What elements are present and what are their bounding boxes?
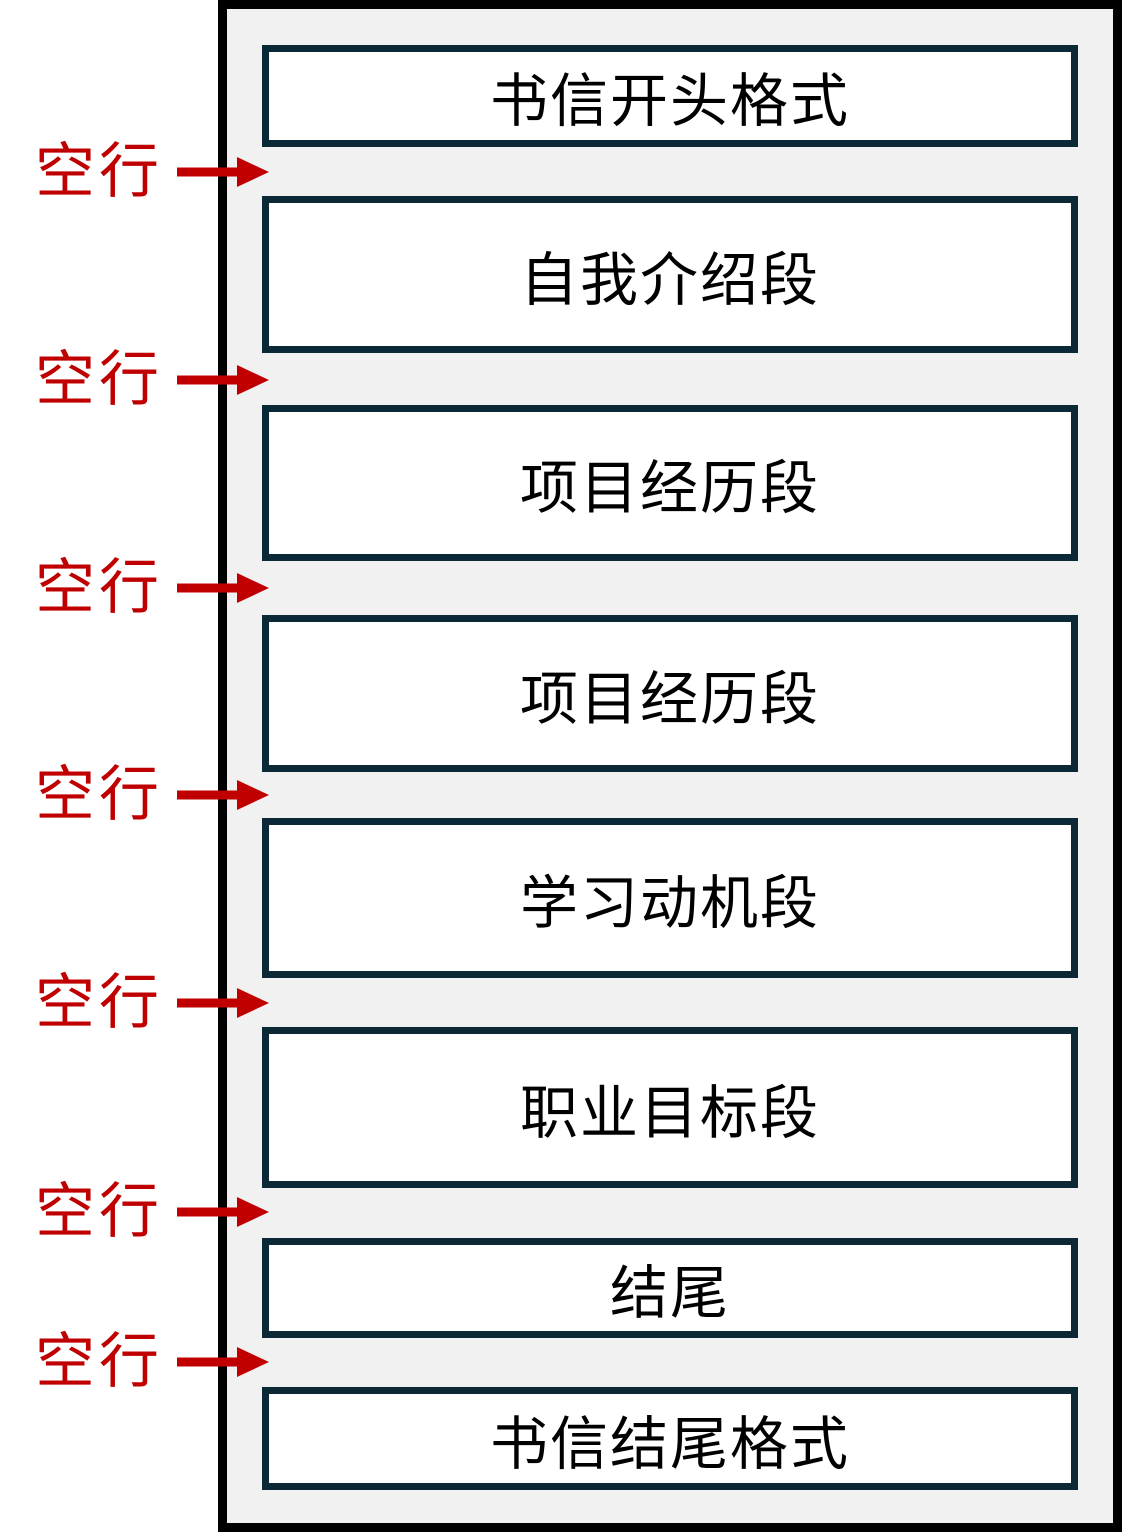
blank-line-label: 空行 — [35, 1178, 163, 1245]
right-arrow-icon — [177, 780, 269, 810]
blank-line-label: 空行 — [35, 761, 163, 828]
section-box-label: 项目经历段 — [519, 456, 820, 521]
section-box-self-introduction: 自我介绍段 — [262, 196, 1078, 353]
section-box-letter-closing-format: 书信结尾格式 — [262, 1387, 1078, 1490]
section-box-career-goal: 职业目标段 — [262, 1027, 1078, 1188]
section-box-label: 书信开头格式 — [489, 69, 850, 134]
section-box-ending: 结尾 — [262, 1238, 1078, 1338]
section-box-learning-motivation: 学习动机段 — [262, 818, 1078, 978]
blank-line-label: 空行 — [35, 346, 163, 413]
right-arrow-icon — [177, 365, 269, 395]
right-arrow-icon — [177, 1197, 269, 1227]
right-arrow-icon — [177, 1347, 269, 1377]
blank-line-annotation-5: 空行 — [35, 968, 269, 1038]
blank-line-label: 空行 — [35, 554, 163, 621]
blank-line-annotation-7: 空行 — [35, 1327, 269, 1397]
section-box-project-experience-1: 项目经历段 — [262, 405, 1078, 561]
blank-line-annotation-4: 空行 — [35, 760, 269, 830]
section-box-project-experience-2: 项目经历段 — [262, 615, 1078, 772]
right-arrow-icon — [177, 573, 269, 603]
blank-line-annotation-6: 空行 — [35, 1177, 269, 1247]
letter-structure-panel: 书信开头格式 自我介绍段 项目经历段 项目经历段 学习动机段 职业目标段 结尾 … — [218, 0, 1122, 1532]
right-arrow-icon — [177, 157, 269, 187]
section-box-label: 自我介绍段 — [519, 247, 820, 313]
section-box-label: 职业目标段 — [519, 1080, 820, 1146]
blank-line-annotation-2: 空行 — [35, 345, 269, 415]
blank-line-annotation-1: 空行 — [35, 137, 269, 207]
blank-line-label: 空行 — [35, 138, 163, 205]
section-box-letter-opening-format: 书信开头格式 — [262, 45, 1078, 147]
blank-line-label: 空行 — [35, 1328, 163, 1395]
section-box-label: 结尾 — [609, 1261, 730, 1326]
right-arrow-icon — [177, 988, 269, 1018]
section-box-label: 项目经历段 — [519, 666, 820, 732]
blank-line-annotation-3: 空行 — [35, 553, 269, 623]
section-box-label: 书信结尾格式 — [489, 1411, 850, 1477]
blank-line-label: 空行 — [35, 969, 163, 1036]
section-box-label: 学习动机段 — [519, 871, 820, 936]
